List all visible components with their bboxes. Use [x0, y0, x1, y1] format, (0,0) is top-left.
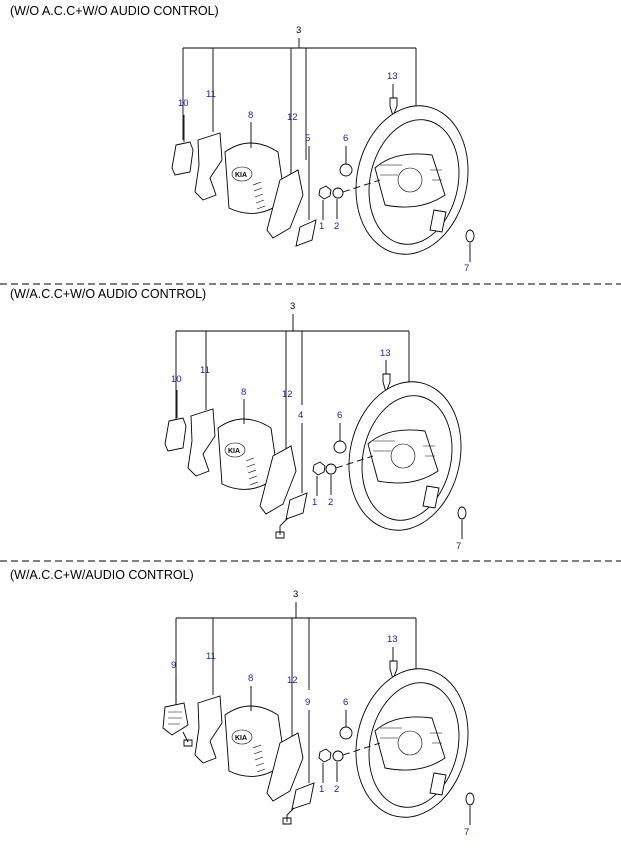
callout-10: 10 [171, 374, 182, 385]
callout-1: 1 [312, 497, 317, 508]
callout-11: 11 [206, 89, 216, 100]
callout-7: 7 [456, 541, 461, 552]
callout-4: 4 [298, 410, 303, 421]
screw-cap-part [333, 440, 347, 454]
screw-cap-part [339, 163, 353, 177]
horn-cover-left-part [164, 417, 187, 452]
garnish-left-part [194, 132, 223, 201]
callout-6: 6 [337, 410, 342, 421]
callout-7: 7 [464, 263, 469, 274]
washer-part [332, 187, 344, 199]
callout-11: 11 [200, 365, 210, 376]
callout-1: 1 [319, 221, 324, 232]
nut-part [318, 748, 332, 763]
callout-3: 3 [296, 25, 301, 36]
callout-9b: 9 [305, 697, 310, 708]
callout-11: 11 [206, 651, 216, 662]
switch-part [285, 492, 308, 520]
garnish-right-part [259, 445, 297, 515]
callout-9: 9 [171, 660, 176, 671]
horn-cap-part [465, 792, 475, 806]
callout-1: 1 [319, 784, 324, 795]
callout-5: 5 [305, 133, 310, 144]
washer-part [332, 750, 344, 762]
section-1-diagram: 3 10 11 8 12 5 6 13 1 2 7 KIA [171, 25, 475, 274]
callout-2: 2 [334, 784, 339, 795]
callout-2: 2 [334, 221, 339, 232]
callout-2: 2 [328, 497, 333, 508]
bolt-part [389, 660, 398, 681]
garnish-right-part [266, 169, 304, 239]
kia-logo: KIA [235, 172, 247, 179]
section-1-heading: (W/O A.C.C+W/O AUDIO CONTROL) [10, 4, 219, 18]
bolt-part [382, 373, 391, 394]
callout-3: 3 [290, 301, 295, 312]
callout-6: 6 [343, 133, 348, 144]
callout-13: 13 [387, 71, 398, 82]
garnish-left-part [194, 695, 223, 764]
callout-7: 7 [464, 827, 469, 838]
washer-part [325, 463, 337, 475]
callout-10: 10 [178, 98, 189, 109]
kia-logo: KIA [235, 735, 247, 742]
callout-3: 3 [293, 589, 298, 600]
section-3-heading: (W/A.C.C+W/AUDIO CONTROL) [10, 568, 194, 582]
callout-12: 12 [287, 675, 298, 686]
section-2-heading: (W/A.C.C+W/O AUDIO CONTROL) [10, 287, 207, 301]
callout-13: 13 [387, 634, 398, 645]
section-2-diagram: 3 10 11 8 12 4 6 13 1 2 7 KIA [164, 301, 467, 552]
horn-cap-part [457, 506, 467, 520]
callout-8: 8 [241, 387, 246, 398]
callout-12: 12 [287, 112, 298, 123]
horn-cover-left-part [171, 141, 194, 176]
audio-switch-left-part [162, 702, 189, 736]
callout-8: 8 [248, 673, 253, 684]
horn-cap-part [465, 229, 475, 243]
callout-13: 13 [380, 348, 391, 359]
nut-part [312, 461, 326, 476]
bolt-part [389, 97, 398, 118]
callout-8: 8 [248, 110, 253, 121]
callout-12: 12 [282, 389, 293, 400]
garnish-left-part [187, 408, 216, 477]
section-3-diagram: 3 9 11 8 12 9 6 13 1 2 7 KIA [162, 589, 475, 838]
switch-part [295, 219, 317, 247]
screw-cap-part [339, 726, 353, 740]
audio-switch-right-part [291, 782, 315, 810]
callout-6: 6 [343, 697, 348, 708]
garnish-right-part [266, 732, 304, 802]
kia-logo: KIA [228, 448, 240, 455]
nut-part [318, 185, 332, 200]
